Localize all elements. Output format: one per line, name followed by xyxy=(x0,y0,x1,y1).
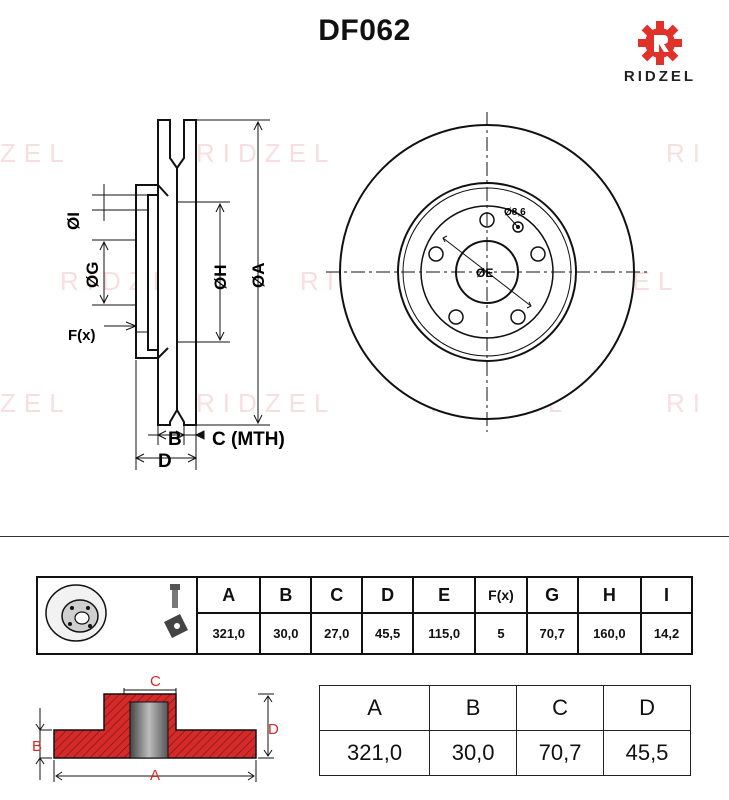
dim-header-c: C xyxy=(516,685,605,731)
spec-header-d: D xyxy=(361,575,415,615)
dim-value-d: 45,5 xyxy=(603,730,691,776)
label-diameter-i: ØI xyxy=(64,212,83,230)
spec-value-b: 30,0 xyxy=(259,612,313,655)
disc-and-bolt-icon-cell xyxy=(36,576,198,655)
disc-front-view xyxy=(326,112,648,432)
label-min-thickness-c: C (MTH) xyxy=(212,429,285,450)
label-diameter-g: ØG xyxy=(83,262,102,288)
spec-header-i: I xyxy=(640,575,693,615)
section-label-a: A xyxy=(150,767,160,784)
label-diameter-e: ØE xyxy=(476,266,493,280)
section-label-d: D xyxy=(268,721,279,738)
spec-value-e: 115,0 xyxy=(412,612,477,655)
spec-header-f: F(x) xyxy=(474,575,528,615)
spec-header-a: A xyxy=(195,575,262,615)
spec-header-b: B xyxy=(259,575,313,615)
disc-bolt-icon xyxy=(45,584,188,642)
spec-value-i: 14,2 xyxy=(640,612,693,655)
section-label-c: C xyxy=(150,673,161,690)
spec-value-f: 5 xyxy=(474,612,528,655)
brake-disc-technical-drawing: ZEL RIDZEL RIDZEL RI RIDZEL RIDZEL RIDZE… xyxy=(0,112,708,472)
spec-header-c: C xyxy=(310,575,364,615)
label-thickness-b: B xyxy=(168,429,182,450)
svg-text:ZEL: ZEL xyxy=(0,388,72,418)
dim-header-a: A xyxy=(318,685,431,731)
ridzel-logo-icon xyxy=(638,21,682,65)
divider xyxy=(0,536,729,537)
label-offset-f: F(x) xyxy=(68,327,96,344)
svg-text:RI: RI xyxy=(666,138,708,168)
spec-value-g: 70,7 xyxy=(525,612,579,655)
dim-value-a: 321,0 xyxy=(318,730,431,776)
spec-value-a: 321,0 xyxy=(195,612,262,655)
svg-text:RIDZEL: RIDZEL xyxy=(196,138,336,168)
section-label-b: B xyxy=(32,738,42,755)
spec-header-g: G xyxy=(525,575,579,615)
spec-header-e: E xyxy=(412,575,477,615)
label-bolt-hole: Ø8,6 xyxy=(504,207,526,218)
side-dimension-lines xyxy=(92,119,270,470)
spec-value-h: 160,0 xyxy=(576,612,643,655)
disc-side-view xyxy=(135,119,197,426)
spec-value-d: 45,5 xyxy=(361,612,415,655)
dim-header-d: D xyxy=(603,685,691,731)
label-height-d: D xyxy=(158,451,172,472)
svg-text:RI: RI xyxy=(666,388,708,418)
spec-header-h: H xyxy=(576,575,643,615)
svg-text:ZEL: ZEL xyxy=(0,138,72,168)
brand-name: RIDZEL xyxy=(623,68,697,85)
label-diameter-a: ØA xyxy=(249,263,268,289)
disc-cross-section-diagram: C B D A xyxy=(32,673,279,784)
dimension-table: A B C D 321,0 30,0 70,7 45,5 xyxy=(318,685,691,776)
dim-value-c: 70,7 xyxy=(516,730,605,776)
label-diameter-h: ØH xyxy=(211,265,230,291)
spec-table: A B C D E F(x) G H I 321,0 30,0 27,0 45,… xyxy=(36,575,693,655)
svg-text:RIDZEL: RIDZEL xyxy=(196,388,336,418)
dim-value-b: 30,0 xyxy=(429,730,518,776)
spec-value-c: 27,0 xyxy=(310,612,364,655)
product-code-title: DF062 xyxy=(318,14,411,47)
dim-header-b: B xyxy=(429,685,518,731)
